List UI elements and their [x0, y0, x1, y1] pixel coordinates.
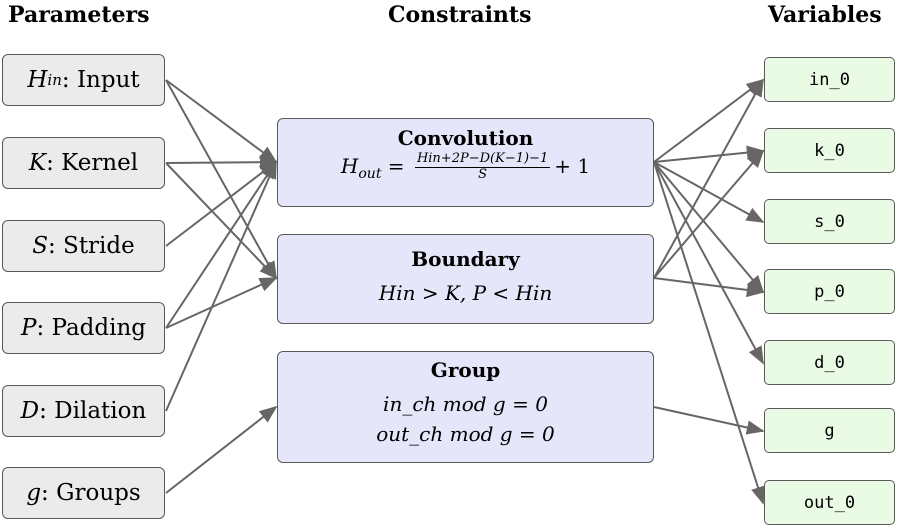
edge-boundary-in0	[653, 78, 764, 279]
param-symbol: K	[28, 150, 47, 176]
group-title: Group	[430, 358, 501, 382]
edge-convolution-d0	[653, 161, 764, 365]
edge-boundary-p0	[653, 277, 765, 298]
edge-hin-boundary	[165, 79, 277, 280]
variable-in0: in_0	[764, 57, 895, 102]
edge-convolution-out0	[653, 161, 765, 505]
edge-group-g	[653, 406, 765, 435]
param-k: K: Kernel	[2, 137, 165, 189]
variable-k0: k_0	[764, 128, 895, 173]
edge-boundary-k0	[653, 149, 765, 279]
edge-convolution-s0	[653, 161, 765, 223]
boundary-title: Boundary	[411, 247, 520, 271]
param-label: : Input	[61, 67, 140, 93]
param-symbol: D	[20, 398, 40, 424]
equals-sign: =	[381, 153, 411, 178]
param-label: : Dilation	[39, 398, 147, 424]
edge-hin-convolution	[165, 79, 278, 164]
lhs-subscript: out	[358, 165, 382, 182]
edge-convolution-p0	[653, 161, 765, 294]
variables-heading: Variables	[768, 2, 882, 28]
param-label: : Padding	[36, 315, 147, 341]
edge-p-boundary	[165, 277, 278, 329]
param-symbol: H	[27, 67, 48, 93]
param-subscript: in	[47, 71, 62, 89]
variable-p0: p_0	[764, 269, 895, 314]
edge-s-convolution	[165, 160, 278, 247]
edge-g-group	[165, 405, 278, 494]
param-symbol: S	[32, 233, 48, 259]
param-label: : Kernel	[46, 150, 139, 176]
param-label: : Stride	[48, 233, 135, 259]
group-constraint: Group in_ch mod g = 0 out_ch mod g = 0	[277, 351, 654, 463]
param-label: : Groups	[41, 480, 141, 506]
edge-convolution-in0	[653, 78, 765, 163]
edge-convolution-k0	[653, 145, 765, 163]
convolution-title: Convolution	[397, 126, 534, 150]
group-line-1: in_ch mod g = 0	[383, 392, 548, 416]
param-s: S: Stride	[2, 220, 165, 272]
variable-g: g	[764, 408, 895, 453]
variable-d0: d_0	[764, 340, 895, 385]
parameters-heading: Parameters	[8, 2, 150, 28]
fraction-denominator: S	[478, 166, 488, 182]
edge-d-convolution	[165, 160, 277, 412]
param-d: D: Dilation	[2, 385, 165, 437]
lhs-symbol: H	[340, 153, 359, 178]
edge-k-boundary	[165, 162, 278, 280]
group-line-2: out_ch mod g = 0	[376, 422, 555, 446]
edge-k-convolution	[165, 154, 278, 170]
param-g: g: Groups	[2, 467, 165, 519]
variable-s0: s_0	[764, 199, 895, 244]
rhs-tail: + 1	[554, 153, 591, 178]
boundary-constraint: Boundary Hin > K, P < Hin	[277, 234, 654, 324]
param-p: P: Padding	[2, 302, 165, 354]
param-symbol: g	[26, 480, 42, 506]
constraints-heading: Constraints	[388, 2, 532, 28]
variable-out0: out_0	[764, 480, 895, 525]
param-symbol: P	[20, 315, 37, 341]
boundary-expression: Hin > K, P < Hin	[378, 281, 553, 305]
fraction-numerator: Hin+2P−D(K−1)−1	[414, 151, 551, 168]
edge-p-convolution	[165, 160, 277, 329]
